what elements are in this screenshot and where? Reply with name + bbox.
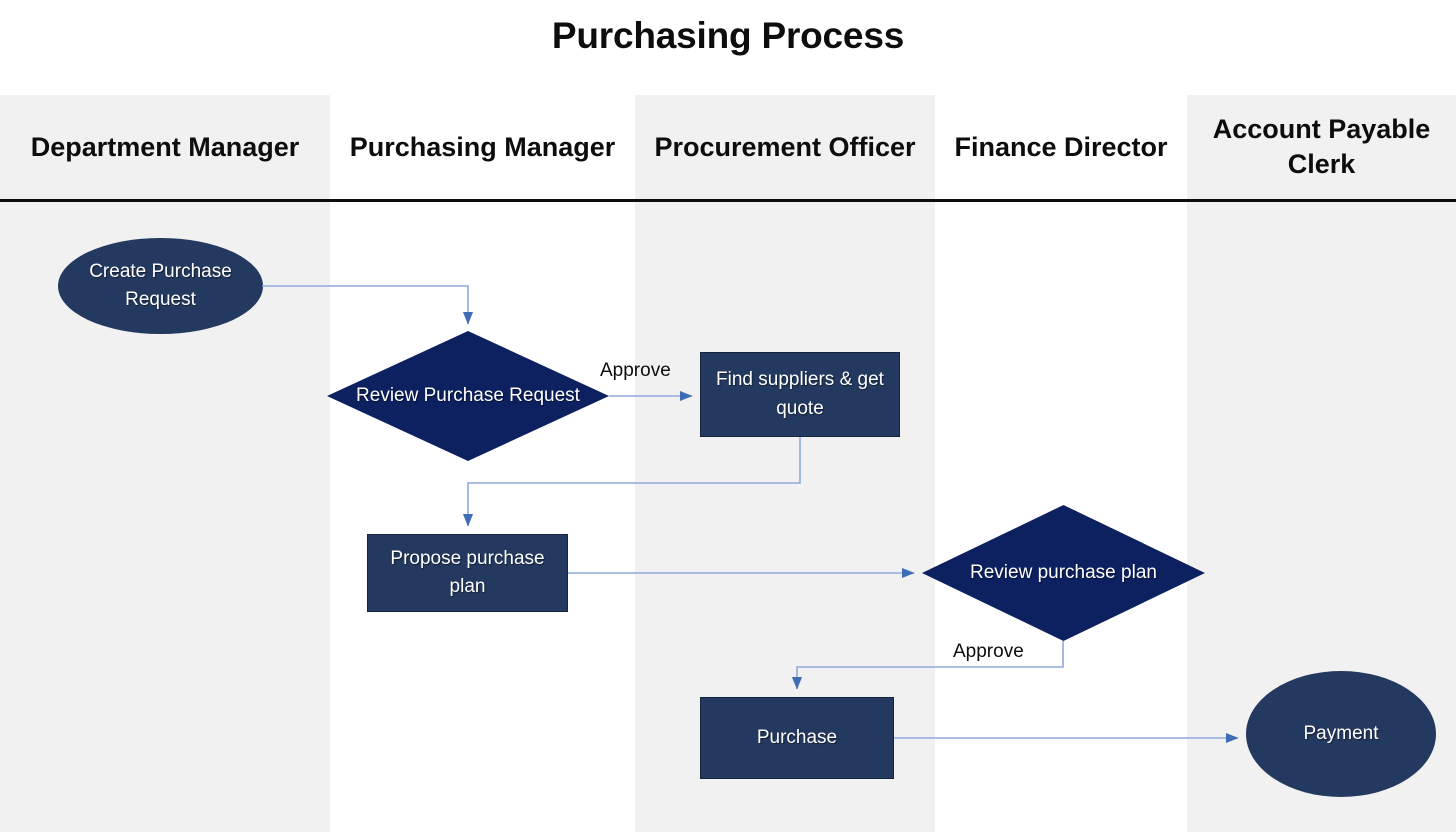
node-label: Create Purchase Request	[89, 260, 232, 311]
lane-header-procurement-officer: Procurement Officer	[635, 95, 935, 199]
node-propose-purchase-plan[interactable]: Propose purchase plan	[367, 534, 568, 612]
lane-header-label: Department Manager	[30, 131, 300, 162]
lane-header-label: Account Payable Clerk	[1212, 114, 1431, 179]
lane-header-label: Purchasing Manager	[349, 131, 616, 162]
node-find-suppliers-get-quote[interactable]: Find suppliers & get quote	[700, 352, 900, 437]
node-purchase[interactable]: Purchase	[700, 697, 894, 779]
page-title: Purchasing Process	[551, 15, 905, 56]
node-label: Purchase	[756, 726, 838, 748]
lane-header-purchasing-manager: Purchasing Manager	[330, 95, 635, 199]
header-divider	[0, 199, 1456, 202]
node-review-purchase-plan[interactable]: Review purchase plan	[922, 505, 1205, 641]
lane-header-department-manager: Department Manager	[0, 95, 330, 199]
node-label: Review Purchase Request	[356, 384, 580, 406]
node-label: Review purchase plan	[970, 561, 1157, 583]
lane-header-finance-director: Finance Director	[935, 95, 1187, 199]
node-payment[interactable]: Payment	[1246, 671, 1436, 797]
node-review-purchase-request[interactable]: Review Purchase Request	[327, 331, 609, 461]
edge-label-approve-2: Approve	[953, 641, 1024, 662]
lane-header-label: Finance Director	[954, 131, 1168, 162]
node-create-purchase-request[interactable]: Create Purchase Request	[58, 238, 263, 334]
edge-label-approve-1: Approve	[600, 360, 671, 381]
lane-header-label: Procurement Officer	[654, 131, 916, 162]
node-label: Find suppliers & get quote	[716, 369, 884, 419]
node-label: Payment	[1303, 722, 1379, 744]
lane-header-account-payable-clerk: Account Payable Clerk	[1187, 95, 1456, 199]
lane-stripe-department-manager	[0, 95, 330, 832]
node-label: Propose purchase plan	[390, 547, 545, 598]
